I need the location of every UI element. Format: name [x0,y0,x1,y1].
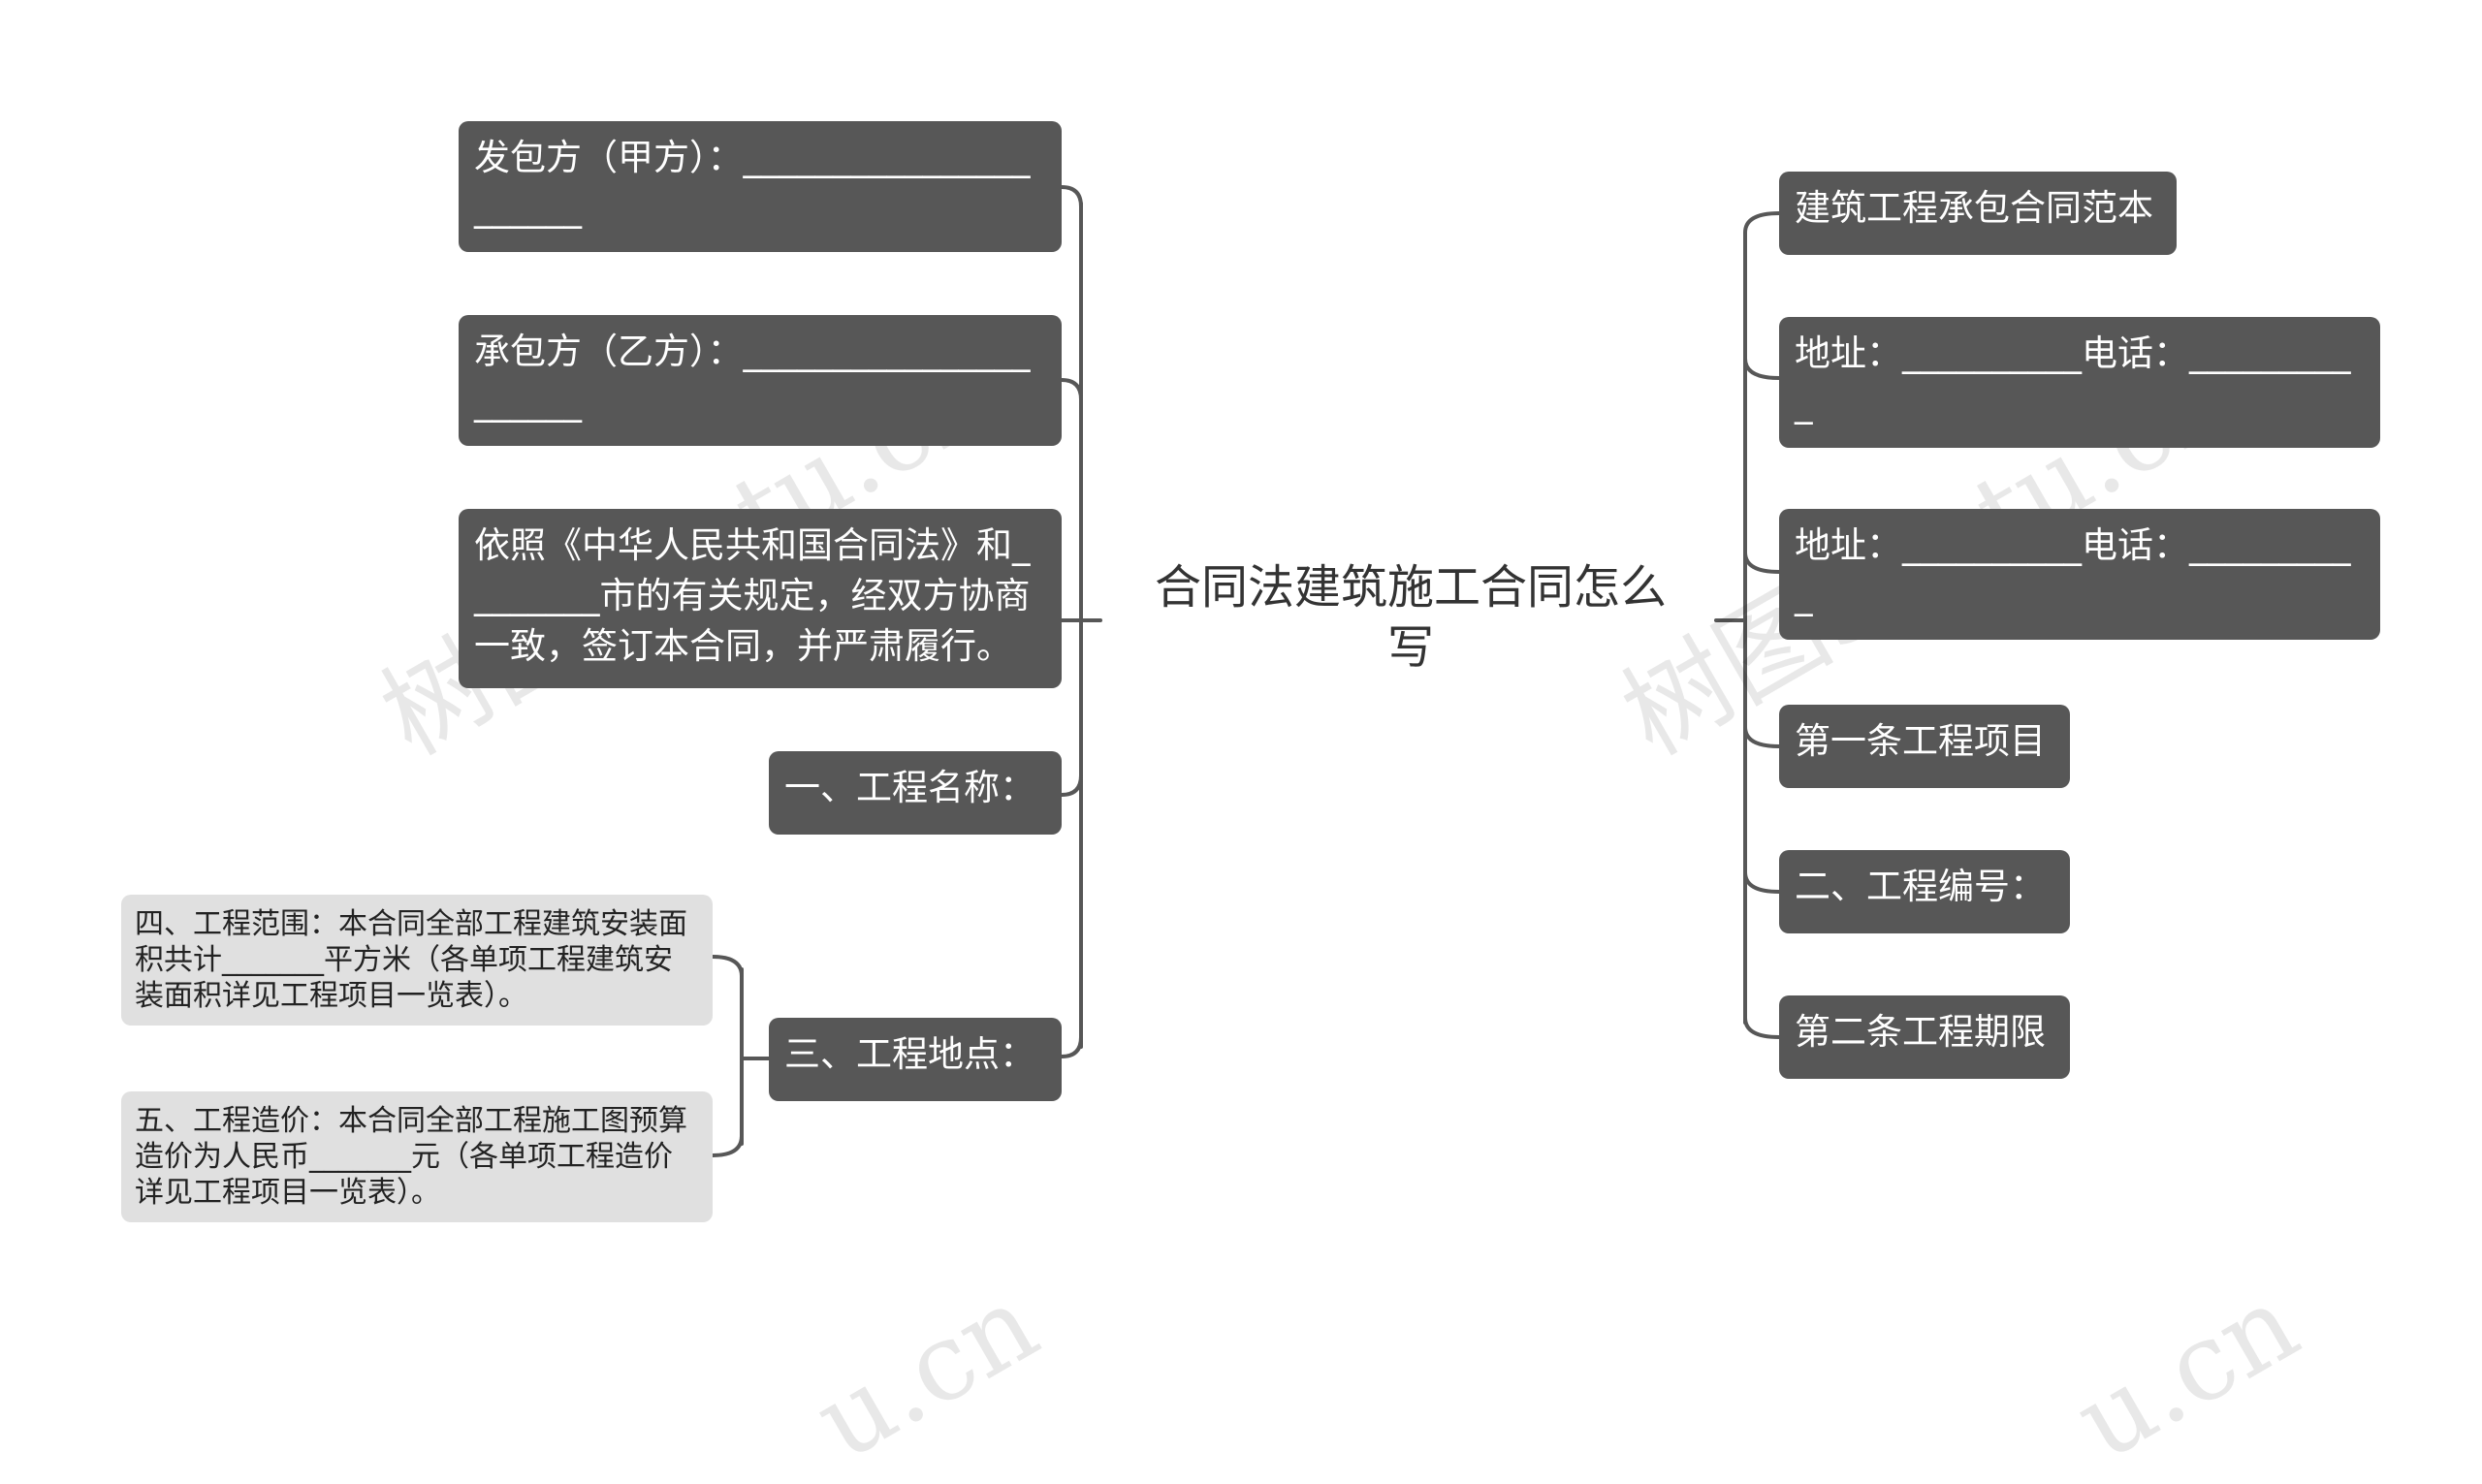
node-party-a[interactable]: 发包方（甲方）：______________________ [459,121,1062,252]
node-address-phone-2[interactable]: 地址：__________电话：__________ [1779,509,2380,640]
root-topic[interactable]: 合同法建筑施工合同怎么写 [1154,560,1667,675]
node-project-name[interactable]: 一、工程名称： [769,751,1062,835]
node-party-b[interactable]: 承包方（乙方）：______________________ [459,315,1062,446]
node-article-1[interactable]: 第一条工程项目 [1779,705,2070,788]
node-project-location[interactable]: 三、工程地点： [769,1018,1062,1101]
node-address-phone-1[interactable]: 地址：__________电话：__________ [1779,317,2380,448]
leaf-project-scope[interactable]: 四、工程范围：本合同全部工程建筑安装面积共计_______平方米（各单项工程建筑… [121,895,713,1026]
connector-lines [711,185,1781,1157]
leaf-project-cost[interactable]: 五、工程造价：本合同全部工程施工图预算造价为人民币_______元（各单项工程造… [121,1091,713,1222]
node-project-number[interactable]: 二、工程编号： [1779,850,2070,933]
node-contract-template[interactable]: 建筑工程承包合同范本 [1779,172,2177,255]
node-legal-basis[interactable]: 依照《中华人民共和国合同法》和________市的有关规定，经双方协商一致，签订… [459,509,1062,688]
node-article-2[interactable]: 第二条工程期限 [1779,995,2070,1079]
